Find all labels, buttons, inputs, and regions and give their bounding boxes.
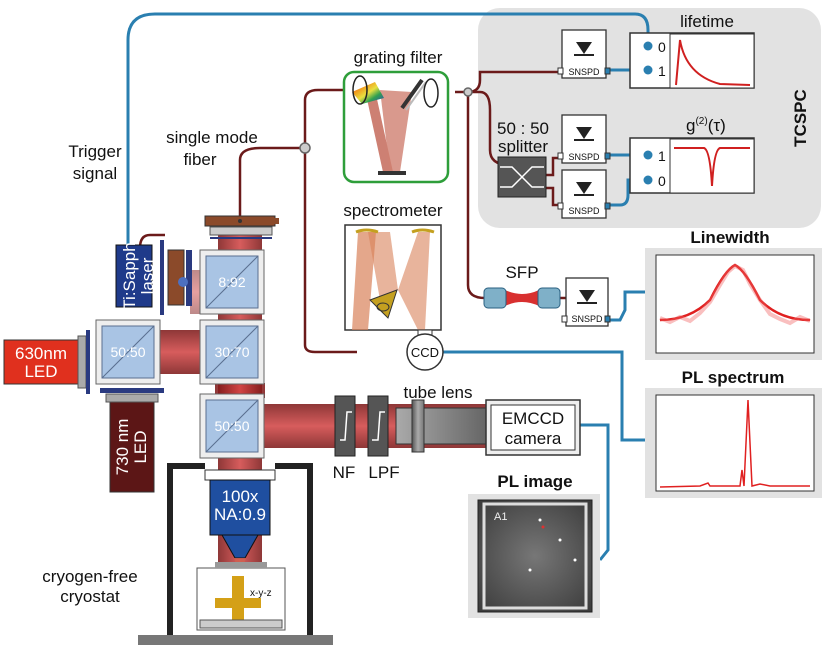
splitter-label: splitter	[498, 137, 548, 156]
led-730-label: 730 nmLED	[113, 419, 150, 476]
beamsplitter-30-70: 30:70	[199, 319, 265, 385]
spectrometer-label: spectrometer	[343, 201, 443, 220]
sfp-cavity: SFP	[483, 263, 561, 309]
xyz-stage: x-y-z	[215, 576, 272, 622]
tube-lens: tube lens	[395, 383, 487, 453]
tisapph-laser: Ti:Sapphlaser	[115, 242, 157, 310]
beamsplitter-8-92: 8:92	[199, 249, 265, 315]
signal-cables	[430, 68, 650, 561]
linewidth-lorentzian-curve	[659, 263, 811, 322]
grating-filter-label: grating filter	[354, 48, 443, 67]
spectrometer: spectrometer	[343, 201, 443, 331]
bs-ratio-label: 50:50	[110, 344, 145, 360]
g2-panel: g(2)(τ) 1 0	[629, 116, 755, 194]
snspd-detector-4: SNSPD	[561, 277, 611, 327]
longpass-filter: LPF	[367, 395, 400, 482]
bs-ratio-label: 30:70	[214, 344, 249, 360]
lifetime-ch0-label: 0	[658, 39, 666, 55]
snspd-label: SNSPD	[568, 67, 600, 77]
ccd-label: CCD	[411, 345, 439, 360]
lpf-label: LPF	[368, 463, 399, 482]
snspd-detector-1: SNSPD	[557, 29, 611, 79]
sfp-label: SFP	[505, 263, 538, 282]
laser-mirror-mount	[160, 240, 192, 315]
g2-ch0-label: 0	[658, 173, 666, 189]
nf-label: NF	[333, 463, 356, 482]
fiber-splitter: 50 : 50 splitter	[497, 119, 549, 198]
lifetime-panel: lifetime 0 1	[629, 12, 755, 89]
linewidth-plot: Linewidth	[645, 228, 822, 360]
trigger-cable	[126, 12, 650, 245]
snspd-detector-2: SNSPD	[557, 114, 611, 164]
grating-filter: grating filter	[342, 48, 450, 184]
ccd-detector: CCD	[406, 329, 444, 371]
snspd-label: SNSPD	[568, 152, 600, 162]
notch-filter: NF	[333, 395, 356, 482]
g2-ch1-label: 1	[658, 148, 666, 164]
g2-title: g(2)(τ)	[686, 116, 726, 135]
beamsplitter-50-50-led: 50:50	[95, 319, 161, 385]
pl-spectrum-plot: PL spectrum	[645, 368, 822, 498]
linewidth-title: Linewidth	[690, 228, 769, 247]
beamsplitter-50-50-main: 50:50	[199, 393, 265, 459]
tube-lens-label: tube lens	[404, 383, 473, 402]
led-730nm: 730 nmLED	[100, 388, 164, 493]
lifetime-ch1-label: 1	[658, 63, 666, 79]
fiber-junction-2	[463, 87, 473, 97]
beam-paths	[140, 228, 498, 583]
snspd-label: SNSPD	[568, 206, 600, 216]
fiber-junction-1	[299, 142, 311, 154]
bs-ratio-label: 50:50	[214, 418, 249, 434]
lifetime-port-0	[643, 41, 653, 51]
pl-image-title: PL image	[497, 472, 572, 491]
tcspc-label: TCSPC	[791, 89, 810, 147]
snspd-label: SNSPD	[571, 314, 603, 324]
stage-label: x-y-z	[250, 588, 272, 599]
bs-ratio-label: 8:92	[218, 274, 245, 290]
pl-image-tag: A1	[494, 511, 507, 523]
pl-spectrum-curve	[659, 399, 810, 488]
g2-port-0	[643, 175, 653, 185]
pl-image: A1 PL image	[468, 472, 600, 618]
lifetime-port-1	[643, 65, 653, 75]
laser-label: Ti:Sapphlaser	[120, 242, 157, 309]
splitter-ratio-label: 50 : 50	[497, 119, 549, 138]
lifetime-title: lifetime	[680, 12, 734, 31]
lifetime-decay-curve	[675, 39, 751, 86]
pl-spectrum-title: PL spectrum	[682, 368, 785, 387]
g2-antibunching-curve	[674, 147, 750, 187]
snspd-detector-3: SNSPD	[557, 169, 611, 219]
fiber-coupler	[204, 215, 279, 239]
g2-port-1	[643, 150, 653, 160]
